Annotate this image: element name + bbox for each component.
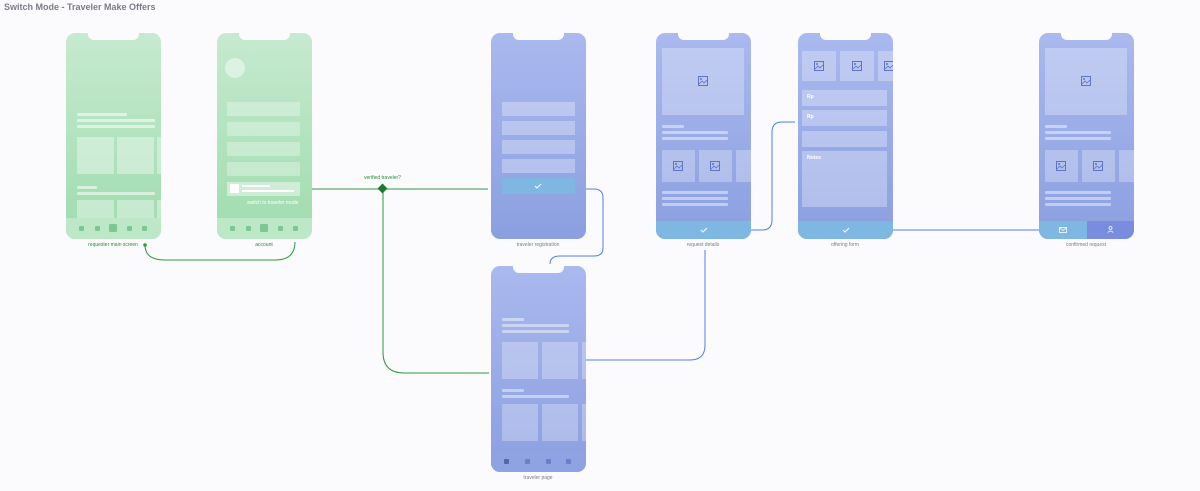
price-field-2-label: Rp	[807, 114, 814, 120]
caption-account: account	[255, 242, 273, 248]
user-icon	[1107, 226, 1114, 233]
price-field-2[interactable]: Rp	[802, 110, 887, 126]
image-icon	[1056, 161, 1066, 171]
image-icon	[1081, 76, 1091, 86]
price-field[interactable]: Rp	[802, 90, 887, 106]
caption-traveler-page: traveler page	[523, 475, 553, 481]
edge-account-to-requester	[144, 241, 296, 261]
caption-requester-main: requester main screen	[88, 242, 138, 248]
image-icon	[673, 161, 683, 171]
caption-confirmed-request: confirmed request	[1065, 242, 1107, 248]
switch-mode-card[interactable]	[227, 182, 300, 196]
edge-verified-to-traveler-page	[382, 189, 489, 374]
edge-request-details-to-offering-form	[730, 121, 795, 231]
page-title: Switch Mode - Traveler Make Offers	[4, 2, 156, 12]
extra-field[interactable]	[802, 131, 887, 147]
traveler-page-screen[interactable]	[491, 266, 586, 472]
switch-to-traveler-label: switch to traveler mode	[247, 200, 299, 206]
bottom-nav	[217, 218, 312, 239]
verified-traveler-label: verified traveler?	[364, 175, 401, 181]
image-icon	[814, 61, 824, 71]
edge-registration-to-traveler-page	[549, 188, 604, 265]
request-details-screen[interactable]	[656, 33, 751, 239]
bottom-nav	[66, 218, 161, 239]
caption-offering-form: offering form	[831, 242, 859, 248]
check-icon	[842, 227, 849, 233]
traveler-registration-screen[interactable]	[491, 33, 586, 239]
edge-dot	[143, 243, 147, 247]
mail-icon	[1059, 227, 1067, 233]
image-icon	[698, 76, 708, 86]
image-icon	[852, 61, 862, 71]
edge-traveler-page-to-request-details	[567, 250, 706, 361]
submit-registration-button[interactable]	[502, 178, 575, 194]
submit-offer-button[interactable]	[798, 221, 893, 239]
caption-traveler-registration: traveler registration	[516, 242, 560, 248]
check-icon	[700, 227, 707, 233]
check-icon	[534, 183, 542, 189]
price-field-label: Rp	[807, 94, 814, 100]
decision-diamond	[377, 183, 388, 194]
confirm-request-button[interactable]	[656, 221, 751, 239]
image-icon	[1093, 161, 1103, 171]
offering-form-screen[interactable]: Rp Rp Notes	[798, 33, 893, 239]
confirmed-request-screen[interactable]	[1039, 33, 1134, 239]
account-screen[interactable]: switch to traveler mode	[217, 33, 312, 239]
bottom-nav	[491, 451, 586, 472]
notes-label: Notes	[807, 155, 821, 161]
notes-field[interactable]: Notes	[802, 151, 887, 207]
requester-main-screen[interactable]	[66, 33, 161, 239]
avatar	[225, 58, 245, 78]
caption-request-details: request details	[686, 242, 720, 248]
image-icon	[884, 61, 893, 71]
profile-button[interactable]	[1087, 221, 1134, 239]
image-icon	[710, 161, 720, 171]
message-button[interactable]	[1039, 221, 1087, 239]
